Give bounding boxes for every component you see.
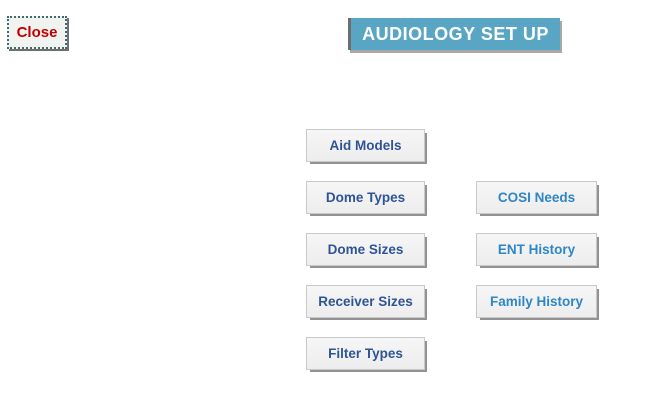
ent-history-button[interactable]: ENT History — [476, 233, 597, 266]
receiver-sizes-button[interactable]: Receiver Sizes — [306, 285, 425, 318]
cosi-needs-button[interactable]: COSI Needs — [476, 181, 597, 214]
left-button-column: Aid Models Dome Types Dome Sizes Receive… — [306, 129, 425, 389]
dome-sizes-button[interactable]: Dome Sizes — [306, 233, 425, 266]
close-button[interactable]: Close — [7, 16, 67, 49]
page-title: AUDIOLOGY SET UP — [348, 18, 560, 50]
dome-types-button[interactable]: Dome Types — [306, 181, 425, 214]
aid-models-button[interactable]: Aid Models — [306, 129, 425, 162]
right-button-column: COSI Needs ENT History Family History — [476, 181, 597, 337]
filter-types-button[interactable]: Filter Types — [306, 337, 425, 370]
family-history-button[interactable]: Family History — [476, 285, 597, 318]
